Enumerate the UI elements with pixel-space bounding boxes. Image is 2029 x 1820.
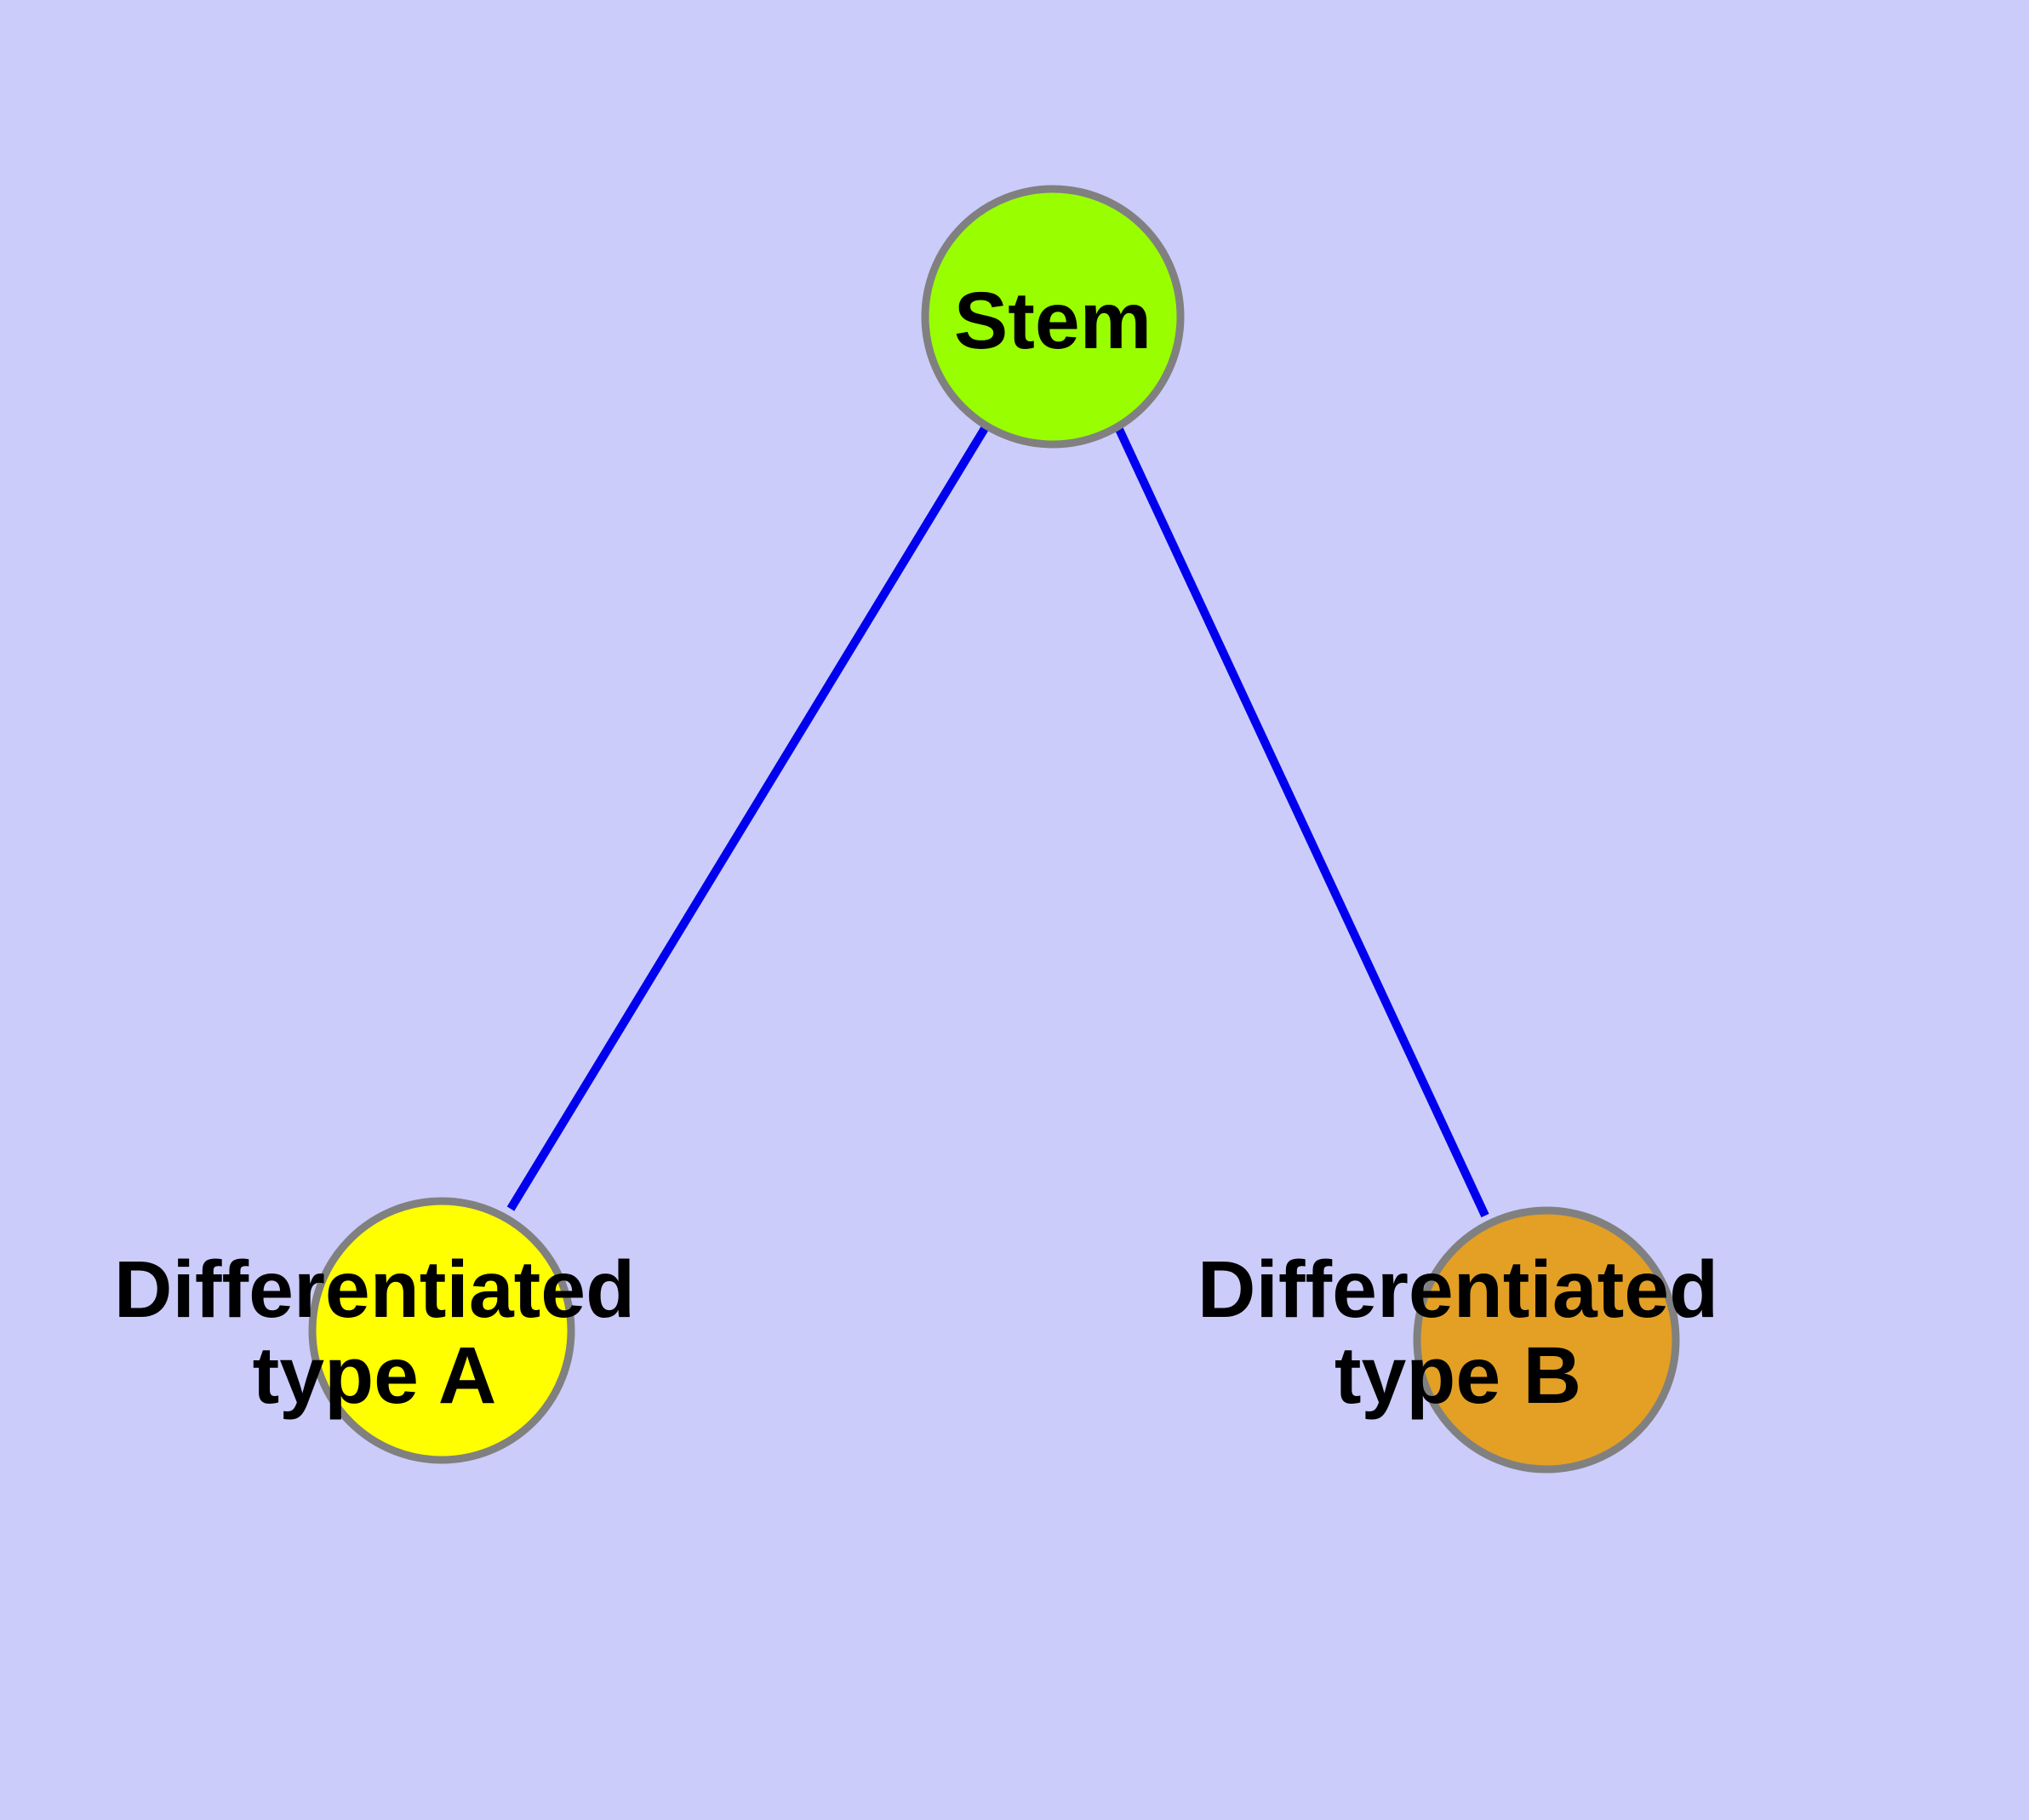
node-diff-a-circle[interactable] (308, 1197, 575, 1464)
node-diff-b-circle[interactable] (1413, 1206, 1680, 1474)
node-stem[interactable] (921, 185, 1185, 449)
edge-stem-to-diff-a[interactable] (506, 423, 991, 1211)
node-diff-a-label-line-2: type A (253, 1331, 497, 1421)
node-stem-circle[interactable] (921, 185, 1185, 449)
node-diff-b-label-line-2: type B (1335, 1331, 1581, 1421)
node-diff-b-label-line-1: Differentiated (1197, 1245, 1718, 1335)
nodes-layer (308, 185, 1680, 1474)
node-diff-a-label-line-1: Differentiated (114, 1245, 635, 1335)
node-diff-a[interactable] (308, 1197, 575, 1464)
node-stem-label-line-1: Stem (954, 276, 1152, 366)
edges-layer (506, 423, 1489, 1218)
labels-layer: Stem Differentiated type A Differentiate… (114, 276, 1718, 1421)
edge-stem-to-diff-b[interactable] (1113, 423, 1489, 1218)
node-diff-b[interactable] (1413, 1206, 1680, 1474)
